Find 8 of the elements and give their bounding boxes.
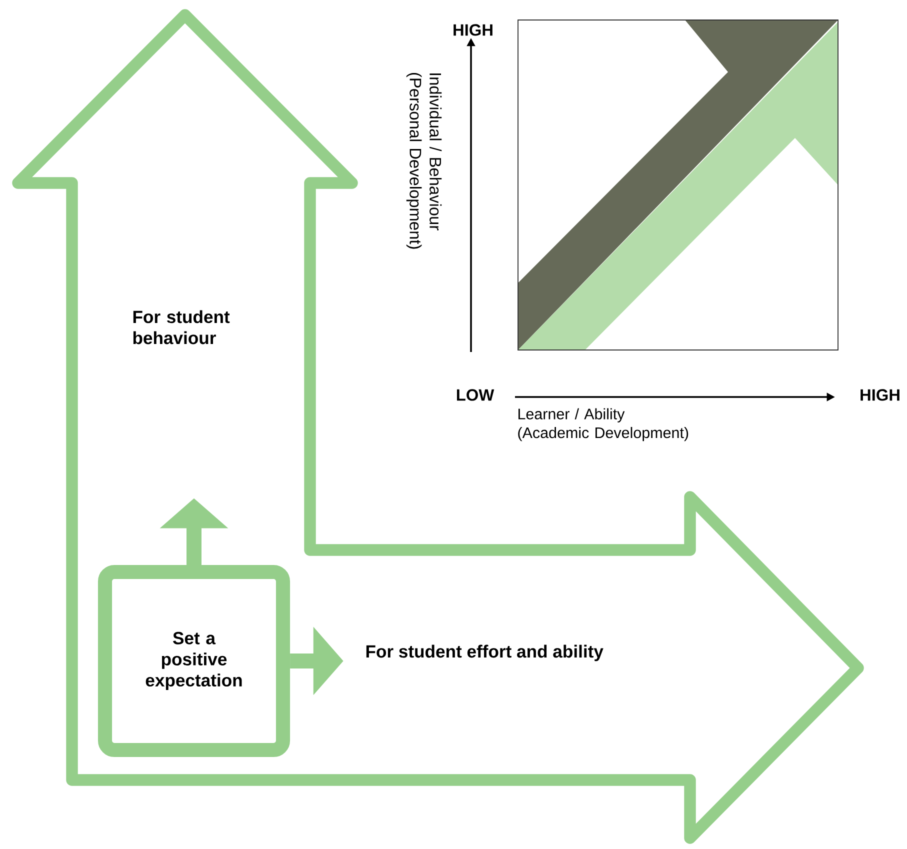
axis-label: LOW [456, 389, 494, 401]
process-box: Set a positive expectation [98, 564, 290, 758]
node-label: For student effort and ability [366, 644, 604, 662]
axis-title: Learner / Ability (Academic Development) [518, 408, 688, 442]
node-label: For student behaviour [133, 310, 230, 344]
axis-label: HIGH [454, 24, 492, 36]
axis-title: Individual / Behaviour (Personal Development) [406, 73, 442, 249]
axis-label: HIGH [860, 389, 900, 401]
